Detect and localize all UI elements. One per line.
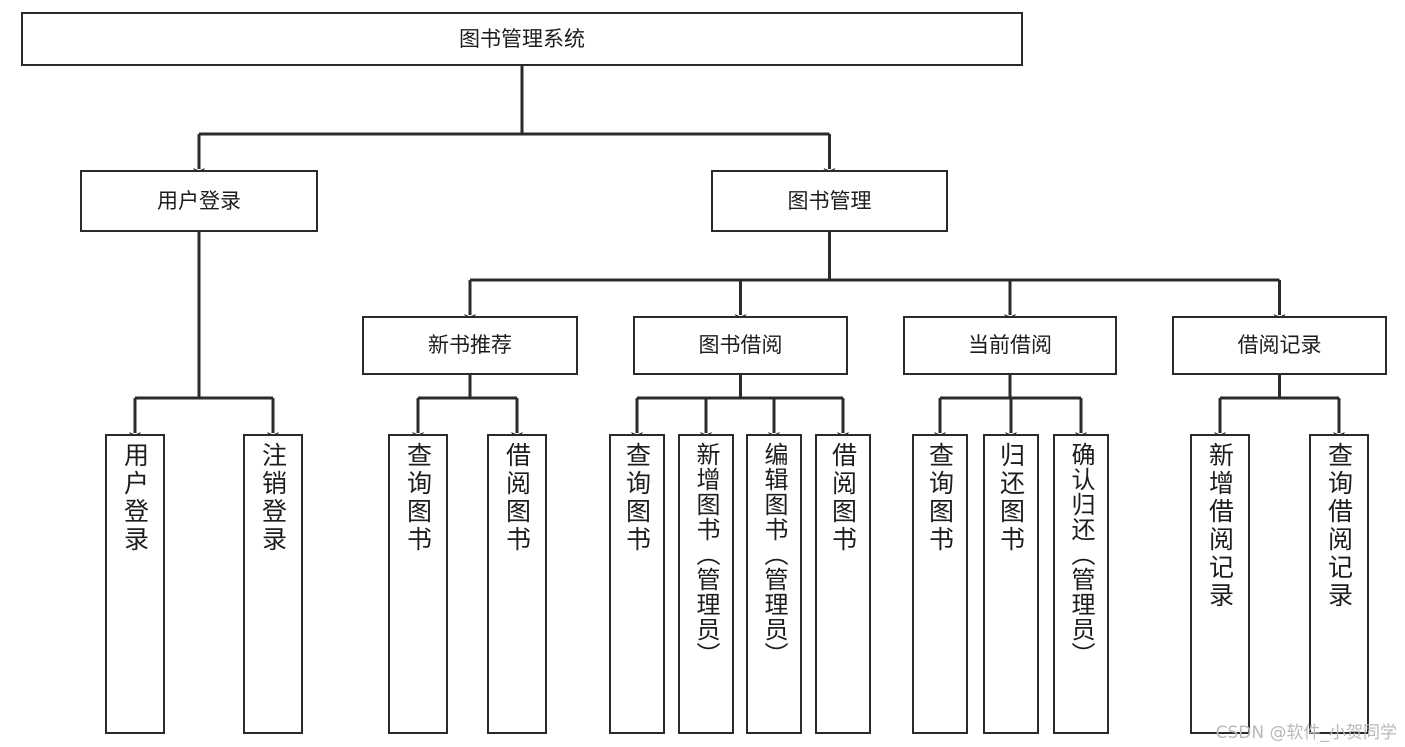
- node-label: 图书管理系统: [459, 26, 585, 51]
- node-label: 图书借阅: [698, 333, 783, 358]
- node-label: 借阅记录: [1237, 333, 1322, 358]
- node-leaf-borrow-edit-book[interactable]: 编辑图书（管理员）: [746, 434, 802, 734]
- node-leaf-rec-query-book[interactable]: 查询图书: [388, 434, 448, 734]
- node-label: 新书推荐: [428, 333, 512, 358]
- node-book-borrow[interactable]: 图书借阅: [633, 316, 848, 375]
- node-label: 借阅图书: [502, 442, 532, 554]
- node-label: 当前借阅: [968, 333, 1052, 358]
- node-current-borrow[interactable]: 当前借阅: [903, 316, 1117, 375]
- node-label: 新增图书（管理员）: [692, 442, 720, 667]
- node-new-book-rec[interactable]: 新书推荐: [362, 316, 578, 375]
- node-borrow-record[interactable]: 借阅记录: [1172, 316, 1387, 375]
- node-leaf-cur-return-book[interactable]: 归还图书: [983, 434, 1039, 734]
- node-leaf-borrow-query-book[interactable]: 查询图书: [609, 434, 665, 734]
- node-label: 查询图书: [403, 442, 433, 554]
- node-book-manage[interactable]: 图书管理: [711, 170, 948, 232]
- node-leaf-rec-borrow-book[interactable]: 借阅图书: [487, 434, 547, 734]
- node-label: 新增借阅记录: [1205, 442, 1235, 610]
- node-label: 确认归还（管理员）: [1067, 442, 1095, 667]
- node-label: 注销登录: [258, 442, 288, 554]
- edge-group: [129, 66, 1345, 442]
- node-leaf-user-logout[interactable]: 注销登录: [243, 434, 303, 734]
- node-label: 用户登录: [120, 442, 150, 554]
- node-label: 查询借阅记录: [1324, 442, 1354, 610]
- node-leaf-borrow-borrow-book[interactable]: 借阅图书: [815, 434, 871, 734]
- node-label: 用户登录: [157, 188, 241, 213]
- node-leaf-rec-query-record[interactable]: 查询借阅记录: [1309, 434, 1369, 734]
- node-user-login[interactable]: 用户登录: [80, 170, 318, 232]
- node-leaf-cur-confirm-return[interactable]: 确认归还（管理员）: [1053, 434, 1109, 734]
- node-label: 查询图书: [925, 442, 955, 554]
- watermark-text: CSDN @软件_小贺同学: [1215, 723, 1397, 743]
- node-label: 编辑图书（管理员）: [760, 442, 788, 667]
- node-label: 归还图书: [996, 442, 1026, 554]
- node-root[interactable]: 图书管理系统: [21, 12, 1023, 66]
- node-label: 查询图书: [622, 442, 652, 554]
- node-leaf-user-login[interactable]: 用户登录: [105, 434, 165, 734]
- node-leaf-cur-query-book[interactable]: 查询图书: [912, 434, 968, 734]
- node-leaf-borrow-add-book[interactable]: 新增图书（管理员）: [678, 434, 734, 734]
- node-label: 借阅图书: [828, 442, 858, 554]
- node-leaf-rec-add-record[interactable]: 新增借阅记录: [1190, 434, 1250, 734]
- node-label: 图书管理: [787, 188, 872, 213]
